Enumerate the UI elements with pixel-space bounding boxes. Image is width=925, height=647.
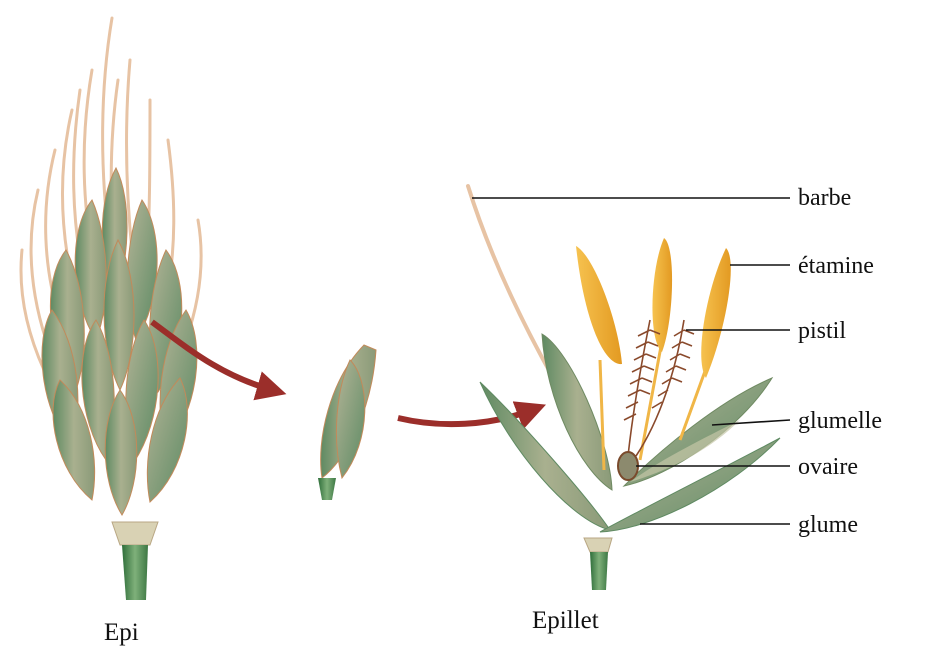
caption-epillet: Epillet xyxy=(532,607,599,634)
caption-epi: Epi xyxy=(104,619,139,646)
label-glumelle: glumelle xyxy=(798,408,882,434)
label-pistil: pistil xyxy=(798,318,846,344)
epi-illustration xyxy=(21,18,201,600)
epi-stem xyxy=(112,522,158,600)
label-barbe: barbe xyxy=(798,185,851,211)
label-etamine: étamine xyxy=(798,253,874,279)
spikelet-illustration xyxy=(318,345,376,500)
epillet-illustration xyxy=(468,186,780,590)
label-ovaire: ovaire xyxy=(798,454,858,480)
label-glume: glume xyxy=(798,512,858,538)
ovary xyxy=(618,452,638,480)
